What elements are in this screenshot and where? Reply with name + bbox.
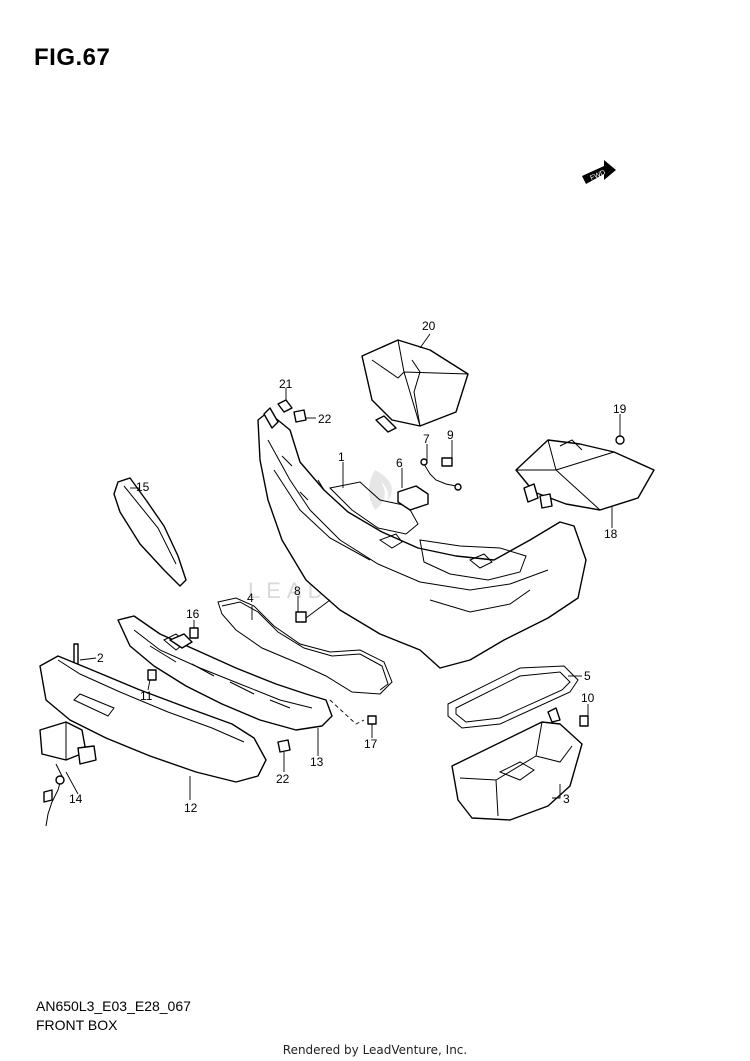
callout-11: 11	[140, 689, 153, 703]
part-8-screw	[295, 611, 307, 623]
callout-20: 20	[422, 319, 436, 333]
callout-10: 10	[581, 691, 595, 705]
callout-6: 6	[396, 456, 403, 470]
fwd-arrow-icon: FWD	[582, 160, 616, 184]
part-22-clip-upper	[293, 409, 307, 423]
part-1-inner-panel	[257, 407, 587, 669]
part-4-seal	[217, 597, 393, 695]
part-11-screw	[147, 669, 157, 681]
callout-22-upper: 22	[318, 412, 332, 426]
callout-22-lower: 22	[276, 772, 290, 786]
callout-16: 16	[186, 607, 200, 621]
figure-name: FRONT BOX	[36, 1017, 118, 1033]
callout-2: 2	[97, 651, 104, 665]
callouts: 20 21 22 19 1 6 7 9 15 18 4 8 16 2 5 11 …	[69, 319, 627, 815]
part-12-front-cover	[39, 655, 267, 783]
figure-title: FIG.67	[34, 44, 111, 71]
part-18-bracket-box	[515, 439, 655, 511]
callout-1: 1	[338, 450, 345, 464]
callout-7: 7	[423, 432, 430, 446]
part-3-lower-tray	[451, 707, 583, 821]
part-14-lock	[39, 721, 97, 827]
part-5-seal	[447, 665, 579, 729]
part-20-bracket	[361, 339, 469, 433]
callout-21: 21	[279, 377, 293, 391]
part-19-screw	[615, 435, 625, 445]
part-9-screw	[441, 457, 453, 467]
figure-code: AN650L3_E03_E28_067	[36, 998, 191, 1014]
callout-14: 14	[69, 792, 83, 806]
part-6-pad	[397, 485, 429, 511]
part-17-screw	[367, 715, 377, 725]
callout-4: 4	[247, 591, 254, 605]
part-22-clip-lower	[277, 739, 291, 753]
part-13-inner-frame	[117, 615, 333, 731]
part-7-cable	[420, 458, 462, 491]
callout-8: 8	[294, 584, 301, 598]
callout-13: 13	[310, 755, 324, 769]
callout-9: 9	[447, 428, 454, 442]
callout-15: 15	[136, 480, 150, 494]
callout-19: 19	[613, 402, 627, 416]
callout-18: 18	[604, 527, 618, 541]
rendered-by: Rendered by LeadVenture, Inc.	[282, 1043, 468, 1057]
callout-17: 17	[364, 737, 378, 751]
callout-3: 3	[563, 792, 570, 806]
part-10-screw	[579, 715, 589, 727]
part-21-clip	[277, 399, 293, 413]
callout-5: 5	[584, 669, 591, 683]
fwd-label: FWD	[589, 169, 606, 182]
part-15-lid	[113, 477, 187, 587]
leader-lines	[65, 333, 621, 800]
part-16-screw	[189, 627, 199, 639]
callout-12: 12	[184, 801, 198, 815]
